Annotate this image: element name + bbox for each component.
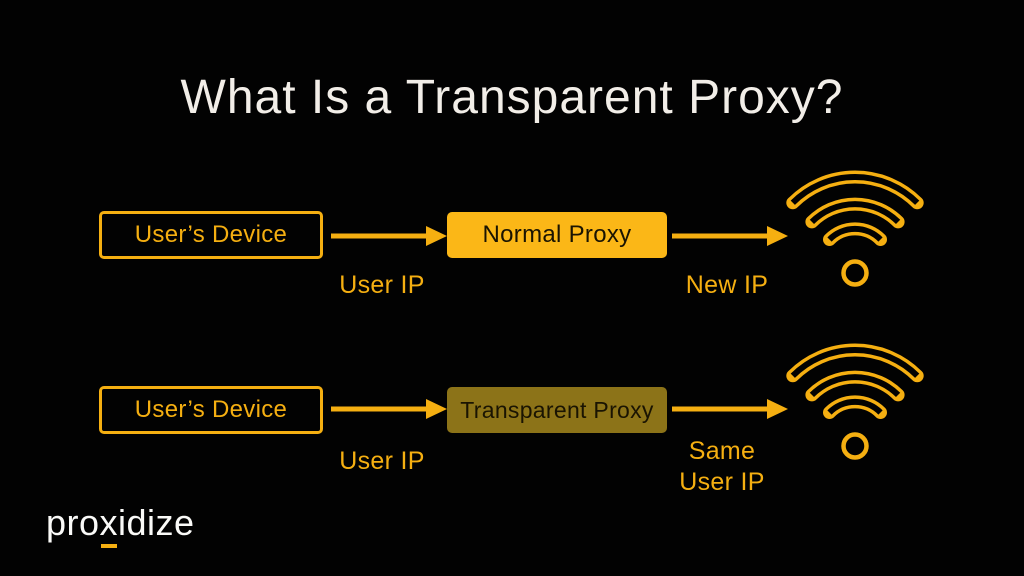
wifi-icon — [786, 170, 924, 287]
user-device-label: User’s Device — [134, 396, 288, 423]
new-ip-label: New IP — [685, 271, 769, 299]
arrow-right-icon — [672, 399, 788, 419]
normal-proxy-box: Normal Proxy — [447, 212, 667, 258]
arrow-right-icon — [672, 226, 788, 246]
same-user-ip-label: Same User IP — [679, 437, 765, 496]
logo-text-pre: pro — [46, 502, 100, 543]
logo-x-underlined: x — [99, 502, 119, 548]
normal-proxy-label: Normal Proxy — [482, 221, 632, 248]
transparent-proxy-label: Transparent Proxy — [460, 396, 654, 423]
page-title: What Is a Transparent Proxy? — [180, 71, 844, 124]
user-device-label: User’s Device — [134, 221, 288, 248]
logo-text-post: idize — [118, 502, 195, 543]
arrow-right-icon — [331, 399, 447, 419]
user-ip-label: User IP — [339, 271, 425, 299]
user-device-box: User’s Device — [99, 211, 323, 259]
user-ip-label: User IP — [339, 447, 425, 475]
transparent-proxy-box: Transparent Proxy — [447, 387, 667, 433]
user-device-box: User’s Device — [99, 386, 323, 434]
proxidize-logo: proxidize — [46, 502, 195, 548]
wifi-icon — [786, 343, 924, 460]
arrow-right-icon — [331, 226, 447, 246]
